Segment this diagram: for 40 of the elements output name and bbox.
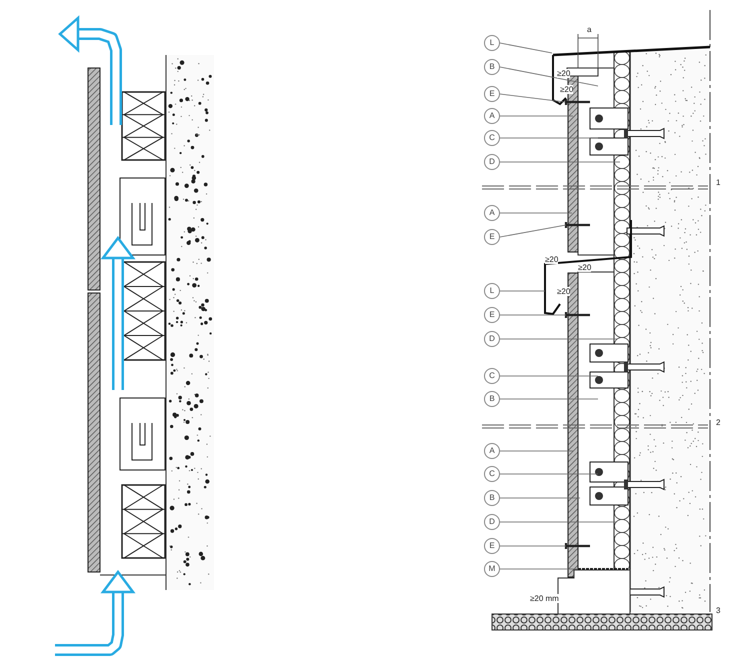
callout-letter: L [484,35,500,51]
dimension-label: ≥20 [545,255,558,264]
leader-line [500,338,618,340]
callout-letter: E [484,229,500,245]
callout-letter: C [484,130,500,146]
leader-line [500,42,552,54]
callout-letter: D [484,154,500,170]
callout-letter: C [484,368,500,384]
callout-letter: D [484,331,500,347]
dimension-label: a [587,25,592,34]
dimension-label: ≥20 [557,287,570,296]
callout-letter: E [484,538,500,554]
dimension-label: ≥20 [557,69,570,78]
callout-letter: M [484,561,500,577]
callout-letter: A [484,443,500,459]
dimension-label: ≥20 [578,263,592,272]
leader-line [500,66,598,86]
leader-line [500,224,566,238]
section-number: 1 [716,178,720,187]
section-number: 2 [716,418,720,427]
callout-letter: C [484,466,500,482]
callout-letter: B [484,59,500,75]
callout-letter: B [484,490,500,506]
callout-letter: D [484,514,500,530]
leader-line [500,398,598,400]
leader-line [500,568,578,570]
callout-letter: A [484,108,500,124]
dimension-label: ≥20 [560,85,574,94]
leader-line [500,314,566,316]
section-number: 3 [716,606,720,615]
callout-letter: E [484,307,500,323]
callout-letter: L [484,283,500,299]
leader-line [500,212,572,214]
callout-letter: B [484,391,500,407]
leader-line [500,290,546,292]
callout-letter: A [484,205,500,221]
leader-line [500,94,566,102]
callout-letter: E [484,86,500,102]
leader-line [500,450,574,452]
dimension-label: ≥20 mm [530,594,559,603]
